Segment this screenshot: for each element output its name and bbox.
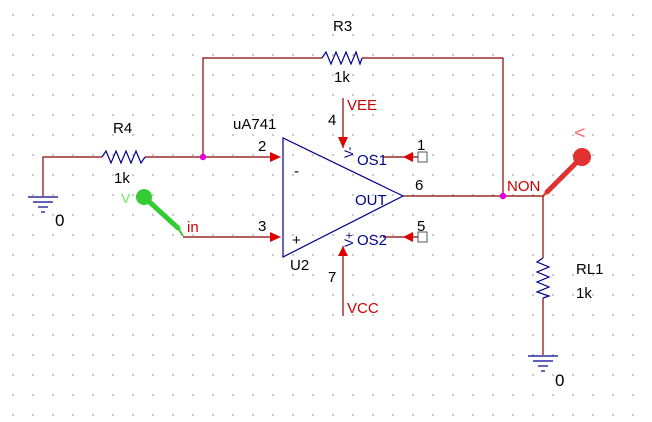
wires xyxy=(42,57,544,355)
wire-r3-right[interactable] xyxy=(362,57,504,196)
pin-1-arrow xyxy=(403,152,413,162)
opamp-ref: U2 xyxy=(290,257,309,274)
net-label-vcc[interactable]: VCC xyxy=(347,300,379,317)
wire-gnd-r4[interactable] xyxy=(42,156,102,196)
pin-7-arrow xyxy=(338,246,348,256)
probe-input-letter: V xyxy=(121,190,131,206)
r3-ref: R3 xyxy=(333,18,352,35)
pin-5-number: 5 xyxy=(417,218,425,235)
rl1-value: 1k xyxy=(576,285,592,302)
ground-right[interactable]: 0 xyxy=(528,355,564,390)
rl1-ref: RL1 xyxy=(576,261,604,278)
pin-4-arrow xyxy=(338,137,348,148)
ground-right-label: 0 xyxy=(555,371,564,390)
opamp-os1-label: OS1 xyxy=(357,152,387,169)
opamp-plus-sign: + xyxy=(292,232,301,249)
r4-ref: R4 xyxy=(113,120,132,137)
junction-r4-r3 xyxy=(199,153,207,161)
net-label-vee[interactable]: VEE xyxy=(347,97,377,114)
opamp-vplus-label: V+ xyxy=(342,232,356,247)
pin-5-terminal[interactable] xyxy=(417,231,428,243)
resistor-r4[interactable]: R4 1k xyxy=(101,120,146,187)
resistor-r3[interactable]: R3 1k xyxy=(321,18,363,86)
opamp-vminus-label: V- xyxy=(342,147,356,158)
opamp-u2[interactable]: uA741 U2 - + OUT OS1 OS2 V- V+ xyxy=(233,116,428,274)
opamp-minus-sign: - xyxy=(294,163,299,180)
ground-left[interactable]: 0 xyxy=(28,196,64,230)
pin-3-number: 3 xyxy=(258,218,266,235)
wire-r3-left[interactable] xyxy=(202,57,322,157)
pin-5-arrow xyxy=(403,232,413,242)
r3-value: 1k xyxy=(334,69,350,86)
pin-1-terminal[interactable] xyxy=(417,151,428,163)
voltage-probe-output[interactable]: V xyxy=(542,128,591,197)
net-label-in[interactable]: in xyxy=(187,219,199,236)
probe-output-letter: V xyxy=(572,128,588,138)
pin-2-number: 2 xyxy=(258,138,266,155)
pin-numbers: 2 3 4 7 1 5 6 xyxy=(258,112,425,286)
pin-6-number: 6 xyxy=(415,177,423,194)
pin-4-number: 4 xyxy=(328,112,336,129)
junction-out-r3 xyxy=(499,192,507,200)
ground-left-label: 0 xyxy=(55,211,64,230)
pin-1-number: 1 xyxy=(417,137,425,154)
opamp-os2-label: OS2 xyxy=(357,232,387,249)
voltage-probe-input[interactable]: V xyxy=(121,189,184,237)
opamp-part: uA741 xyxy=(233,116,276,133)
pin-7-number: 7 xyxy=(328,269,336,286)
resistor-rl1[interactable]: RL1 1k xyxy=(535,257,604,302)
pin-3-arrow xyxy=(270,232,281,242)
pin-2-arrow xyxy=(270,152,281,162)
net-label-non[interactable]: NON xyxy=(507,178,540,195)
r4-value: 1k xyxy=(114,170,130,187)
opamp-out-label: OUT xyxy=(355,192,387,209)
